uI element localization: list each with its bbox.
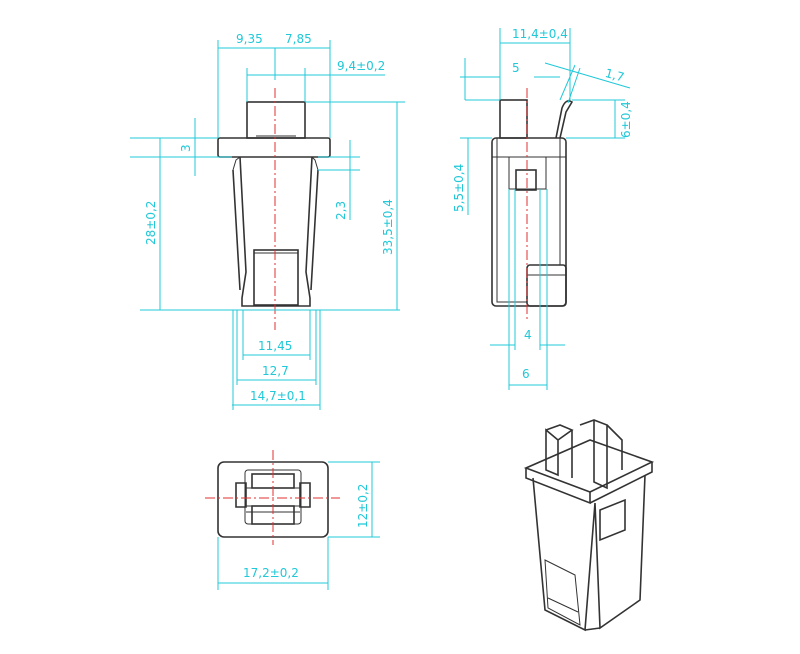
dim-17-2: 17,2±0,2 — [243, 566, 299, 580]
front-dimensions: 9,35 7,85 9,4±0,2 3 28±0,2 2,3 33,5±0,4 … — [130, 32, 405, 410]
dim-4: 4 — [524, 328, 532, 342]
dim-7-85: 7,85 — [285, 32, 312, 46]
dim-28: 28±0,2 — [144, 201, 158, 245]
side-dimensions: 11,4±0,4 5 1,7 6±0,4 5,5±0,4 4 6 — [452, 27, 633, 390]
dim-12-7: 12,7 — [262, 364, 289, 378]
dim-14-7: 14,7±0,1 — [250, 389, 306, 403]
dim-11-45: 11,45 — [258, 339, 292, 353]
dim-5: 5 — [512, 61, 520, 75]
dim-2-3: 2,3 — [334, 201, 348, 220]
isometric-view — [523, 419, 655, 632]
dim-33-5: 33,5±0,4 — [381, 199, 395, 255]
dim-9-35: 9,35 — [236, 32, 263, 46]
bottom-dimensions: 12±0,2 17,2±0,2 — [217, 461, 380, 590]
dim-3: 3 — [179, 144, 193, 152]
dim-9-4: 9,4±0,2 — [337, 59, 385, 73]
side-view — [491, 88, 574, 322]
bottom-view — [205, 450, 340, 545]
dim-6: 6 — [522, 367, 530, 381]
dim-11-4: 11,4±0,4 — [512, 27, 568, 41]
dim-5-5: 5,5±0,4 — [452, 164, 466, 212]
dim-12: 12±0,2 — [356, 484, 370, 528]
dim-1-7: 1,7 — [604, 66, 626, 84]
front-view — [217, 88, 331, 330]
dim-6-0-4: 6±0,4 — [619, 101, 633, 138]
